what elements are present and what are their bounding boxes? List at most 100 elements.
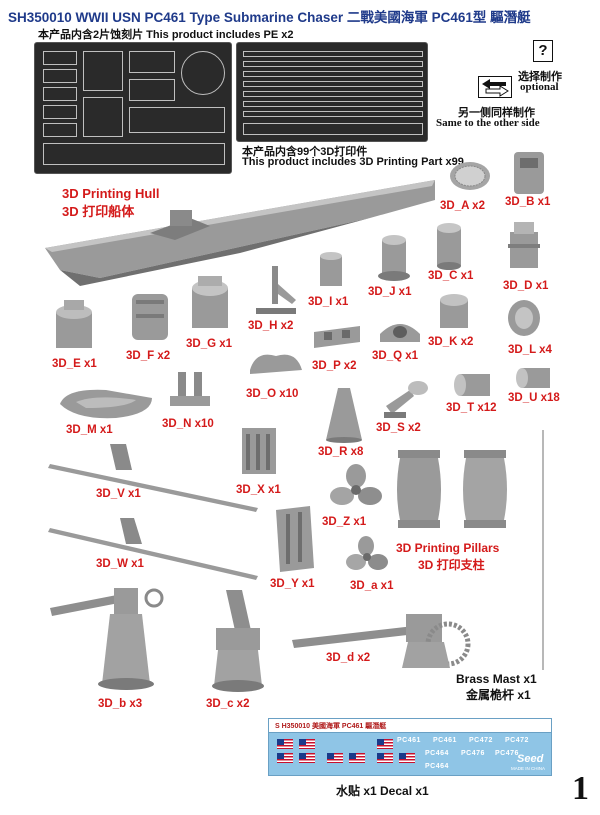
label-3d-c: 3D_C x1 [428,270,474,282]
part-f [132,294,168,340]
decal-number: PC461 [397,737,421,744]
part-i [320,252,342,286]
label-3d-g: 3D_G x1 [186,338,233,350]
page-number: 1 [572,770,589,807]
pillars-label-en: 3D Printing Pillars [396,541,500,555]
label-3d-e: 3D_E x1 [52,358,97,370]
label-3d-h: 3D_H x2 [248,320,294,332]
flag-icon [299,753,315,763]
label-3d-a-small: 3D_a x1 [350,580,394,592]
flag-icon [349,753,365,763]
mast-label-cn: 金属桅杆 x1 [466,688,531,702]
print-note-en: This product includes 3D Printing Part x… [242,156,464,168]
hull-label-en: 3D Printing Hull [62,186,160,201]
print-note-cn: 本产品内含99个3D打印件 [242,146,368,158]
part-b [514,152,544,194]
part-m [60,389,152,419]
flag-icon [399,753,415,763]
part-k [440,294,468,328]
label-3d-b: 3D_B x1 [505,196,551,208]
label-3d-v: 3D_V x1 [96,488,141,500]
decal-number: PC476 [461,750,485,757]
part-a-small-propeller [346,536,388,570]
double-arrow-icon [478,76,512,98]
flag-icon [277,739,293,749]
label-3d-a: 3D_A x2 [440,200,485,212]
part-a [450,162,490,190]
part-c-gun [212,590,264,692]
optional-label-en: optional [520,81,559,93]
label-3d-i: 3D_I x1 [308,296,349,308]
label-3d-w: 3D_W x1 [96,558,144,570]
label-3d-t: 3D_T x12 [446,402,497,414]
label-3d-f: 3D_F x2 [126,350,171,362]
part-l [508,300,540,336]
label-3d-y: 3D_Y x1 [270,578,315,590]
flag-icon [277,753,293,763]
same-side-label-cn: 另一侧同样制作 [458,107,535,119]
label-3d-r: 3D_R x8 [318,446,364,458]
decal-number: PC472 [469,737,493,744]
label-3d-b-gun: 3D_b x3 [98,698,143,710]
label-3d-q: 3D_Q x1 [372,350,419,362]
pillar-plain [397,450,441,528]
part-q [380,324,420,342]
brass-mast [542,430,544,670]
part-o [250,354,302,374]
label-3d-x: 3D_X x1 [236,484,281,496]
label-3d-l: 3D_L x4 [508,344,552,356]
part-g [192,276,228,328]
part-d [508,222,540,268]
mast-label-en: Brass Mast x1 [456,672,537,686]
label-3d-n: 3D_N x10 [162,418,214,430]
page-title: SH350010 WWII USN PC461 Type Submarine C… [8,10,531,25]
part-h [256,266,296,314]
part-b-gun [50,588,164,690]
hull-part [45,180,435,286]
label-3d-k: 3D_K x2 [428,336,474,348]
decal-caption: 水贴 x1 Decal x1 [336,784,429,798]
label-3d-z: 3D_Z x1 [322,516,367,528]
part-v [48,444,258,512]
optional-label-cn: 选择制作 [518,71,562,83]
pe-sheet-right [236,42,428,142]
part-w [48,518,258,580]
pillars-label-cn: 3D 打印支柱 [418,558,485,572]
decal-number: PC461 [433,737,457,744]
same-side-label-en: Same to the other side [436,117,540,129]
label-3d-c-gun: 3D_c x2 [206,698,250,710]
label-3d-s: 3D_S x2 [376,422,421,434]
part-c [437,223,461,270]
label-3d-o: 3D_O x10 [246,388,299,400]
label-3d-m: 3D_M x1 [66,424,113,436]
part-e [56,300,92,348]
label-3d-d-gun: 3D_d x2 [326,652,371,664]
part-x [242,428,276,474]
part-r [326,388,362,443]
part-d-gun [292,614,471,668]
part-z-propeller [330,464,382,505]
decal-number: PC472 [505,737,529,744]
pillar-marked [463,450,507,528]
pe-sheet-left [34,42,232,174]
optional-symbol-box: ? [533,40,553,62]
decal-number: PC464 [425,750,449,757]
flag-icon [377,753,393,763]
decal-brand-sub: MADE IN CHINA [511,766,546,771]
part-s [384,381,428,418]
decal-number: PC464 [425,763,449,770]
pe-note: 本产品内含2片蚀刻片 This product includes PE x2 [38,29,294,41]
label-3d-j: 3D_J x1 [368,286,412,298]
decal-header: S H350010 美國海軍 PC461 驅潛艇 [269,719,551,733]
part-u [516,368,550,388]
part-j [378,235,410,281]
decal-number: PC476 [495,750,519,757]
flag-icon [299,739,315,749]
flag-icon [327,753,343,763]
flag-icon [377,739,393,749]
part-t [454,374,490,396]
decal-brand: Seed [517,753,544,765]
part-y [276,506,314,572]
label-3d-p: 3D_P x2 [312,360,357,372]
decal-sheet: S H350010 美國海軍 PC461 驅潛艇 PC461 PC461 PC4… [268,718,552,776]
